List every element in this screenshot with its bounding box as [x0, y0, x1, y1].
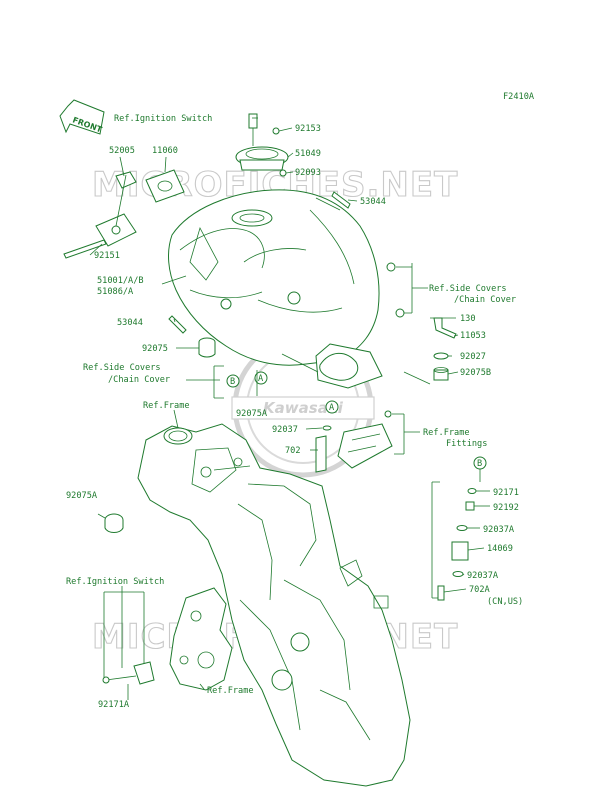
ref-ignition-switch-bottom: Ref.Ignition Switch: [66, 577, 164, 587]
grommet-92075: [198, 337, 216, 358]
part-702a: 702A: [469, 585, 491, 595]
hose-53044-left: [168, 315, 187, 334]
part-92027: 92027: [460, 352, 486, 362]
right-side-parts: [386, 262, 457, 381]
ref-side-covers-right-1: Ref.Side Covers: [429, 284, 507, 294]
ref-frame-top: Ref.Frame: [143, 401, 190, 411]
part-92093: 92093: [295, 168, 321, 178]
drain-pipe: [315, 410, 393, 473]
part-92075b: 92075B: [460, 368, 491, 378]
part-92075a-left: 92075A: [66, 491, 98, 501]
ignition-bracket: [102, 587, 233, 691]
svg-text:A: A: [258, 374, 264, 384]
part-51086: 51086/A: [97, 287, 134, 297]
ref-frame-bottom: Ref.Frame: [207, 686, 254, 696]
hose-53044-top: [331, 191, 351, 209]
part-130: 130: [460, 314, 476, 324]
part-11060: 11060: [152, 146, 178, 156]
ref-ignition-switch-top: Ref.Ignition Switch: [114, 114, 212, 124]
part-92037: 92037: [272, 425, 298, 435]
callout-a-2: A: [325, 400, 339, 414]
callout-a-1: A: [254, 371, 268, 385]
part-11053: 11053: [460, 331, 486, 341]
front-arrow-icon: FRONT: [59, 99, 105, 135]
part-51049: 51049: [295, 149, 321, 159]
svg-text:B: B: [230, 377, 235, 387]
part-92037a-1: 92037A: [483, 525, 515, 535]
part-14069: 14069: [487, 544, 513, 554]
grommet-92075a-left: [104, 513, 124, 533]
fuel-tank: [168, 189, 383, 389]
kawasaki-emblem: Kawasaki: [231, 336, 375, 478]
filler-cap-assembly: [235, 113, 289, 177]
emblem-text: Kawasaki: [263, 399, 344, 417]
part-92037a-2: 92037A: [467, 571, 499, 581]
leader-lines: [89, 117, 490, 700]
gasket-parts: [63, 169, 185, 259]
region-cn-us: (CN,US): [487, 597, 523, 607]
part-702: 702: [285, 446, 301, 456]
part-92151: 92151: [94, 251, 120, 261]
part-53044-top: 53044: [360, 197, 386, 207]
ref-side-covers-left-2: /Chain Cover: [108, 375, 170, 385]
cn-us-kit-box: [431, 481, 477, 601]
part-51001: 51001/A/B: [97, 276, 144, 286]
ref-side-covers-right-2: /Chain Cover: [454, 295, 516, 305]
part-92171a: 92171A: [98, 700, 130, 710]
ref-frame-fittings-2: Fittings: [446, 439, 487, 449]
diagram-code: F2410A: [503, 92, 535, 102]
part-92075a-mid: 92075A: [236, 409, 268, 419]
part-53044-left: 53044: [117, 318, 143, 328]
part-92192: 92192: [493, 503, 519, 513]
svg-text:B: B: [477, 459, 482, 469]
callout-b-2: B: [473, 456, 487, 470]
labels: Ref.Ignition Switch 92153 51049 92093 53…: [66, 114, 523, 710]
part-92153: 92153: [295, 124, 321, 134]
svg-text:A: A: [329, 403, 335, 413]
part-52005: 52005: [109, 146, 135, 156]
frame: [137, 423, 411, 787]
part-92075: 92075: [142, 344, 168, 354]
callout-b-1: B: [226, 374, 240, 388]
part-92171: 92171: [493, 488, 519, 498]
ref-frame-fittings-1: Ref.Frame: [423, 428, 470, 438]
ref-side-covers-left-1: Ref.Side Covers: [83, 363, 161, 373]
